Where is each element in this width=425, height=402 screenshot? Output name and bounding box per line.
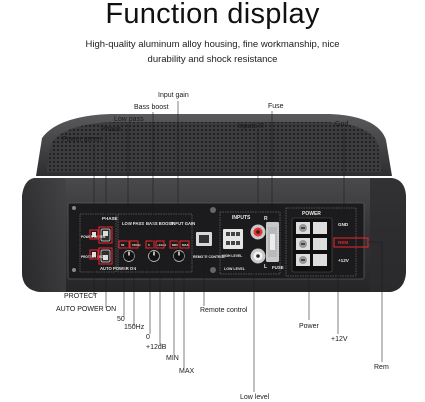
- callout-power-green: Power green: [62, 136, 102, 143]
- callout-input-gain: Input gain: [158, 92, 189, 99]
- panel-12v-label: +12V: [338, 258, 350, 263]
- panel-remote-label: REMOTE CONTROL: [193, 255, 225, 259]
- terminal-rem[interactable]: [296, 238, 327, 250]
- panel-ig-min: MIN: [172, 243, 178, 247]
- power-green-led: [92, 232, 96, 237]
- rca-left-jack[interactable]: [250, 248, 266, 264]
- panel-r-mark: R: [264, 216, 268, 222]
- marker-max: [179, 240, 190, 249]
- knob-group: [123, 250, 185, 262]
- page-title: Function display: [105, 0, 320, 30]
- panel-inputs-label: INPUTS: [232, 215, 251, 221]
- panel-labels: PHASE POWER GREEN PROTECT RED AUTO POWER…: [81, 211, 350, 271]
- callout-bass-boost: Bass boost: [134, 104, 169, 111]
- panel-power-green-label: POWER GREEN: [81, 235, 106, 239]
- control-panel: [67, 202, 365, 280]
- callout-low-pass: Low pass: [114, 116, 144, 123]
- callout-max: MAX: [179, 368, 195, 375]
- callout-auto-power-on: AUTO POWER ON: [56, 306, 117, 313]
- led-group: [92, 232, 96, 257]
- callout-power: Power: [299, 323, 319, 330]
- callout-protect: PROTECT: [64, 293, 98, 300]
- panel-bass-boost-label: BASS BOOST: [146, 221, 174, 226]
- protect-red-led: [92, 252, 96, 257]
- subtitle-line-1: High-quality aluminum alloy housing, fin…: [85, 39, 340, 50]
- panel-bb-min: 0: [148, 243, 150, 247]
- panel-bb-max: +12dB: [157, 243, 167, 247]
- panel-low-level-label: LOW LEVEL: [224, 267, 246, 271]
- panel-low-pass-label: LOW PASS: [122, 221, 144, 226]
- panel-l-mark: L: [264, 264, 267, 270]
- marker-rem: [333, 237, 369, 248]
- panel-gnd-label: GND: [338, 222, 349, 227]
- panel-fuse-label: FUSE: [272, 265, 284, 270]
- panel-sections: [79, 207, 357, 277]
- callout-lp-50: 50: [117, 316, 125, 323]
- page-subtitle: High-quality aluminum alloy housing, fin…: [40, 37, 385, 67]
- panel-power-label: POWER: [302, 211, 321, 217]
- high-level-connector[interactable]: [223, 229, 243, 249]
- rca-right-jack[interactable]: [250, 224, 266, 240]
- callout-min: MIN: [166, 355, 179, 362]
- callout-rem: Rem: [374, 364, 389, 371]
- callout-remote-control: Remote control: [200, 307, 248, 314]
- fuse[interactable]: [266, 222, 279, 262]
- callout-low-level: Low level: [240, 394, 270, 401]
- marker-phase: [98, 226, 113, 244]
- subtitle-line-2: durability and shock resistance: [147, 54, 278, 65]
- rca-inputs: [250, 224, 266, 264]
- panel-phase-label: PHASE: [102, 216, 118, 221]
- callout-inputs-r: Inputs R: [238, 123, 265, 130]
- terminal-12v[interactable]: [296, 254, 327, 266]
- panel-auto-power-label: AUTO POWER ON: [100, 266, 136, 271]
- power-terminal-block: [291, 217, 333, 273]
- bass-boost-knob[interactable]: [148, 250, 160, 262]
- panel-protect-red-label: PROTECT RED: [81, 255, 105, 259]
- speaker-grille: [36, 114, 392, 176]
- low-pass-knob[interactable]: [123, 250, 135, 262]
- remote-control-port[interactable]: [196, 232, 212, 246]
- callout-markers: [89, 226, 369, 265]
- panel-lp-max: 150Hz: [132, 243, 141, 247]
- callout-fuse: Fuse: [268, 103, 284, 110]
- callout-gnd: Gnd: [335, 121, 349, 128]
- panel-lp-min: 50: [121, 243, 125, 247]
- callout-phase: Phase: [101, 126, 121, 133]
- input-gain-knob[interactable]: [173, 250, 185, 262]
- panel-rem-label: REM: [338, 240, 348, 245]
- terminal-gnd[interactable]: [296, 222, 327, 234]
- panel-high-level-label: HIGH LEVEL: [222, 254, 242, 258]
- callout-12v: +12V: [331, 336, 348, 343]
- callout-lp-150: 150Hz: [124, 324, 145, 331]
- callout-bb-12: +12dB: [146, 344, 167, 351]
- panel-input-gain-label: INPUT GAIN: [171, 221, 195, 226]
- switch-group: [100, 228, 111, 263]
- callout-lines: [93, 101, 383, 392]
- callout-bb-0: 0: [146, 334, 150, 341]
- marker-auto-power: [98, 247, 113, 265]
- panel-ig-max: MAX: [182, 243, 189, 247]
